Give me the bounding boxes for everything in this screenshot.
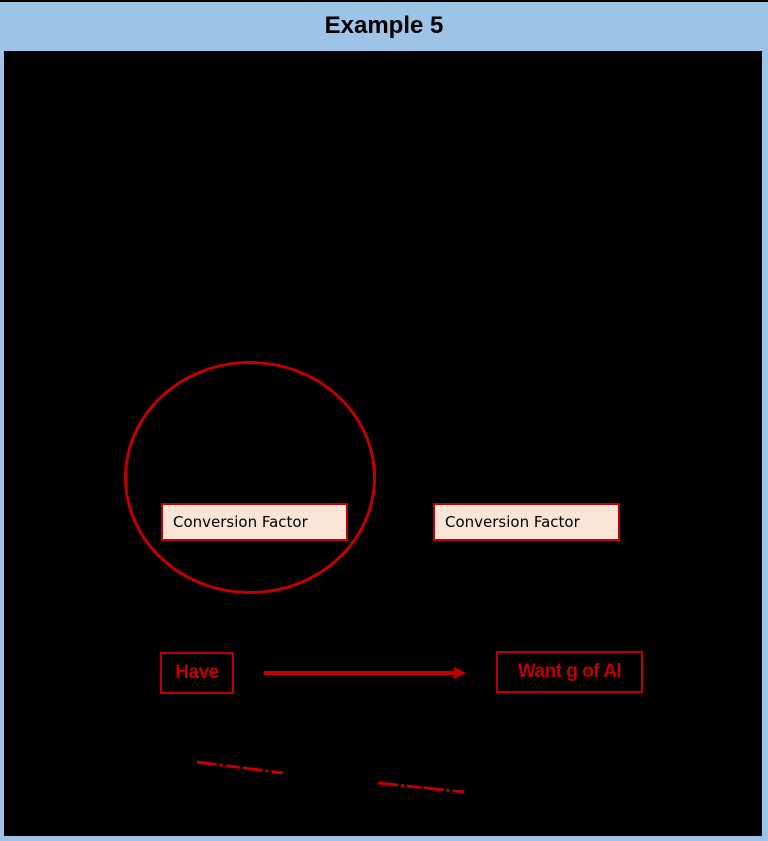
top-border: [0, 0, 768, 2]
conversion-factor-box-1: Conversion Factor: [161, 503, 348, 541]
want-box: Want g of Al: [496, 651, 643, 693]
have-box: Have: [160, 652, 234, 694]
conversion-factor-box-2: Conversion Factor: [433, 503, 620, 541]
conversion-factor-label: Conversion Factor: [173, 513, 308, 531]
cancel-strike-lines: [196, 760, 465, 794]
want-label: Want g of Al: [517, 661, 622, 682]
page-title: Example 5: [324, 12, 444, 39]
have-label: Have: [175, 662, 219, 683]
right-arrow-icon: [264, 667, 466, 679]
highlight-circle: [124, 361, 376, 594]
conversion-factor-label: Conversion Factor: [445, 513, 580, 531]
